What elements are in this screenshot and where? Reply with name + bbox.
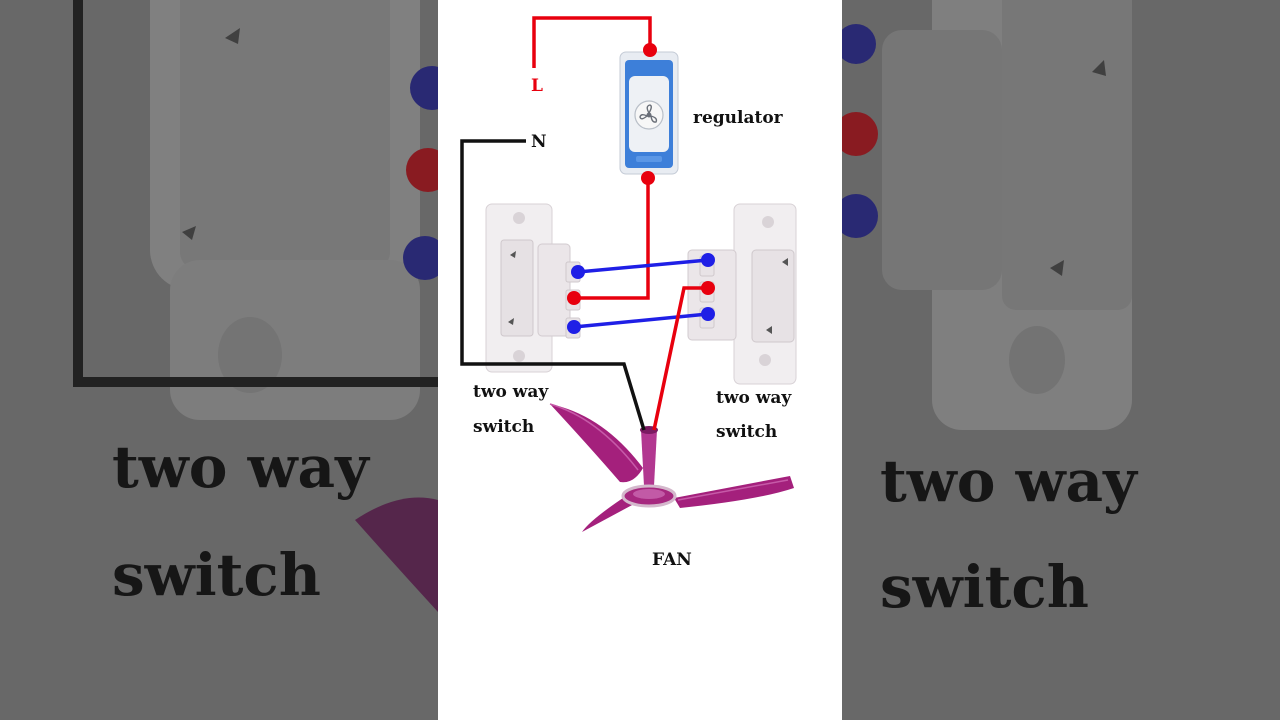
background-right-label-line2: switch	[880, 553, 1089, 621]
right-switch-terminal-common	[701, 281, 715, 295]
right-switch-label-line2: switch	[716, 422, 778, 442]
right-switch-label-line1: two way	[716, 388, 792, 408]
right-switch-terminal-top	[701, 253, 715, 267]
left-switch-terminal-bottom	[567, 320, 581, 334]
background-left-label-line2: switch	[112, 541, 321, 609]
fan-icon	[639, 104, 658, 123]
regulator-terminal-top	[643, 43, 657, 57]
left-switch-terminal-common	[567, 291, 581, 305]
two-way-switch-right	[687, 203, 797, 385]
fan-label: FAN	[652, 550, 692, 570]
two-way-switch-left	[485, 203, 581, 373]
background-left-label-line1: two way	[112, 433, 369, 501]
background-right-label-line1: two way	[880, 447, 1137, 515]
left-switch-label-line1: two way	[473, 382, 549, 402]
wiring-diagram	[460, 16, 797, 532]
left-switch-label-line2: switch	[473, 417, 535, 437]
neutral-wire	[460, 139, 646, 431]
regulator-terminal-bottom	[641, 171, 655, 185]
traveler-wire-top	[577, 258, 709, 274]
background-switch-right	[842, 0, 1280, 720]
left-switch-terminal-top	[571, 265, 585, 279]
regulator	[619, 51, 679, 175]
ceiling-fan	[549, 403, 794, 532]
background-left: two way switch	[0, 0, 438, 720]
live-wire	[532, 16, 652, 68]
traveler-wire-bottom	[573, 312, 709, 329]
fan-live-wire	[652, 286, 708, 431]
background-dim	[842, 0, 1280, 720]
live-label: L	[531, 76, 543, 96]
wiring-diagram-panel: L N regulator two way switch two way swi…	[438, 0, 842, 720]
right-switch-terminal-bottom	[701, 307, 715, 321]
regulator-output-wire	[574, 178, 650, 300]
regulator-label: regulator	[693, 108, 783, 128]
background-dim	[0, 0, 438, 720]
background-right: two way switch	[842, 0, 1280, 720]
background-switch-left	[0, 0, 438, 720]
neutral-label: N	[531, 132, 547, 152]
